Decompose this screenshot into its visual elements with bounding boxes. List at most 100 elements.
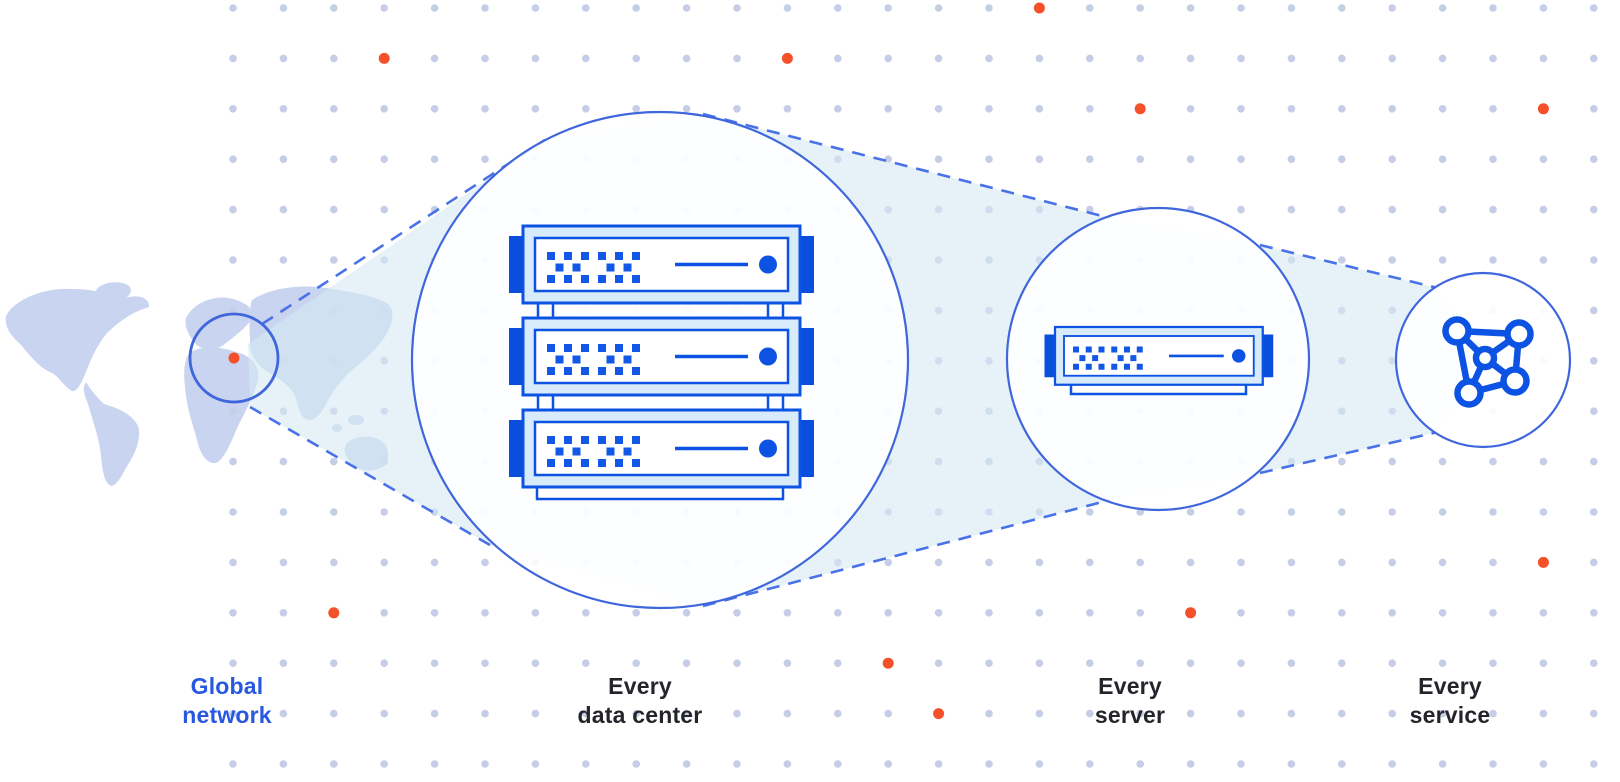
grid-dot: [884, 709, 892, 718]
grid-dot: [934, 54, 943, 63]
grid-dot: [229, 54, 237, 63]
grid-dot: [985, 760, 993, 768]
grid-dot: [229, 508, 237, 516]
grid-dot: [985, 54, 993, 63]
grid-dot: [1237, 4, 1245, 12]
grid-dot: [733, 609, 741, 617]
grid-dot: [1237, 54, 1245, 63]
grid-dot: [1539, 457, 1548, 466]
grid-dot: [1086, 558, 1094, 567]
grid-dot: [834, 709, 842, 718]
grid-dot-orange: [1537, 556, 1549, 568]
grid-dot: [481, 105, 489, 113]
grid-dot: [1539, 256, 1548, 264]
grid-dot: [1338, 609, 1346, 617]
grid-dot: [1388, 4, 1396, 12]
grid-dot: [279, 155, 288, 163]
grid-dot: [1438, 558, 1447, 567]
grid-dot: [1539, 508, 1548, 516]
grid-dot: [582, 760, 590, 768]
grid-dot: [1136, 54, 1144, 63]
label-line: Every: [1098, 673, 1162, 699]
grid-dot: [1186, 54, 1195, 63]
grid-dot: [229, 609, 237, 617]
grid-dot: [430, 659, 439, 667]
label-line: network: [182, 702, 272, 728]
grid-dot: [279, 659, 288, 667]
label-line: Global: [190, 673, 264, 699]
grid-dot: [1287, 4, 1296, 12]
grid-dot: [834, 760, 842, 768]
server-rack-unit-2: [507, 316, 816, 397]
grid-dot: [1590, 558, 1598, 567]
beam-dash-upper-mid: [702, 112, 1111, 220]
grid-dot: [884, 558, 892, 567]
grid-dot: [1590, 407, 1598, 416]
grid-dot: [330, 760, 338, 768]
grid-dot: [1489, 709, 1497, 718]
grid-dot: [582, 4, 590, 12]
grid-dot: [1035, 709, 1044, 718]
grid-dot: [430, 709, 439, 718]
grid-dot: [632, 4, 640, 12]
grid-dot: [783, 659, 792, 667]
grid-dot: [1338, 4, 1346, 12]
label-line: server: [1094, 702, 1166, 728]
grid-dot: [531, 659, 540, 667]
grid-dot-orange: [1537, 103, 1549, 115]
grid-dot: [229, 457, 237, 466]
grid-dot: [1035, 609, 1044, 617]
grid-dot: [1438, 760, 1447, 768]
grid-dot: [1590, 306, 1598, 315]
grid-dot: [1086, 760, 1094, 768]
grid-dot: [330, 105, 338, 113]
grid-dot: [1338, 508, 1346, 516]
beam-dash-lower-left: [249, 405, 491, 547]
grid-dot: [1590, 155, 1598, 163]
grid-dot: [330, 155, 338, 163]
grid-dot: [1438, 155, 1447, 163]
grid-dot: [1338, 558, 1346, 567]
grid-dot: [229, 256, 237, 264]
grid-dot: [682, 760, 691, 768]
grid-dot: [279, 205, 288, 214]
grid-dot: [330, 4, 338, 12]
grid-dot: [1237, 508, 1245, 516]
grid-dot: [632, 659, 640, 667]
grid-dot: [330, 709, 338, 718]
grid-dot: [1035, 760, 1044, 768]
grid-dot: [1136, 760, 1144, 768]
grid-dot: [1186, 659, 1195, 667]
grid-dot: [1287, 508, 1296, 516]
grid-dot: [1338, 256, 1346, 264]
beam-dash-lower-right: [1259, 430, 1439, 475]
grid-dot: [1086, 105, 1094, 113]
grid-dot: [1287, 558, 1296, 567]
grid-dot: [1287, 760, 1296, 768]
grid-dot: [733, 105, 741, 113]
grid-dot: [1237, 155, 1245, 163]
beam-dashes: [249, 112, 1439, 608]
grid-dot: [1186, 508, 1195, 516]
grid-dot: [430, 760, 439, 768]
beam-dash-upper-right: [1259, 243, 1439, 290]
grid-dot: [1338, 760, 1346, 768]
grid-dot: [531, 105, 540, 113]
grid-dot: [1590, 457, 1598, 466]
grid-dot: [1086, 508, 1094, 516]
grid-dot: [330, 205, 338, 214]
grid-dot: [481, 4, 489, 12]
grid-dot: [1539, 155, 1548, 163]
grid-dot: [632, 609, 640, 617]
grid-dot: [1590, 659, 1598, 667]
grid-dot: [1590, 256, 1598, 264]
grid-dot: [1388, 558, 1396, 567]
grid-dot: [1237, 205, 1245, 214]
grid-dot: [1438, 457, 1447, 466]
grid-dot: [1489, 105, 1497, 113]
grid-dot: [1590, 357, 1598, 365]
grid-dot: [1086, 709, 1094, 718]
grid-dot: [229, 306, 237, 315]
grid-dot: [985, 4, 993, 12]
grid-dot: [1086, 4, 1094, 12]
